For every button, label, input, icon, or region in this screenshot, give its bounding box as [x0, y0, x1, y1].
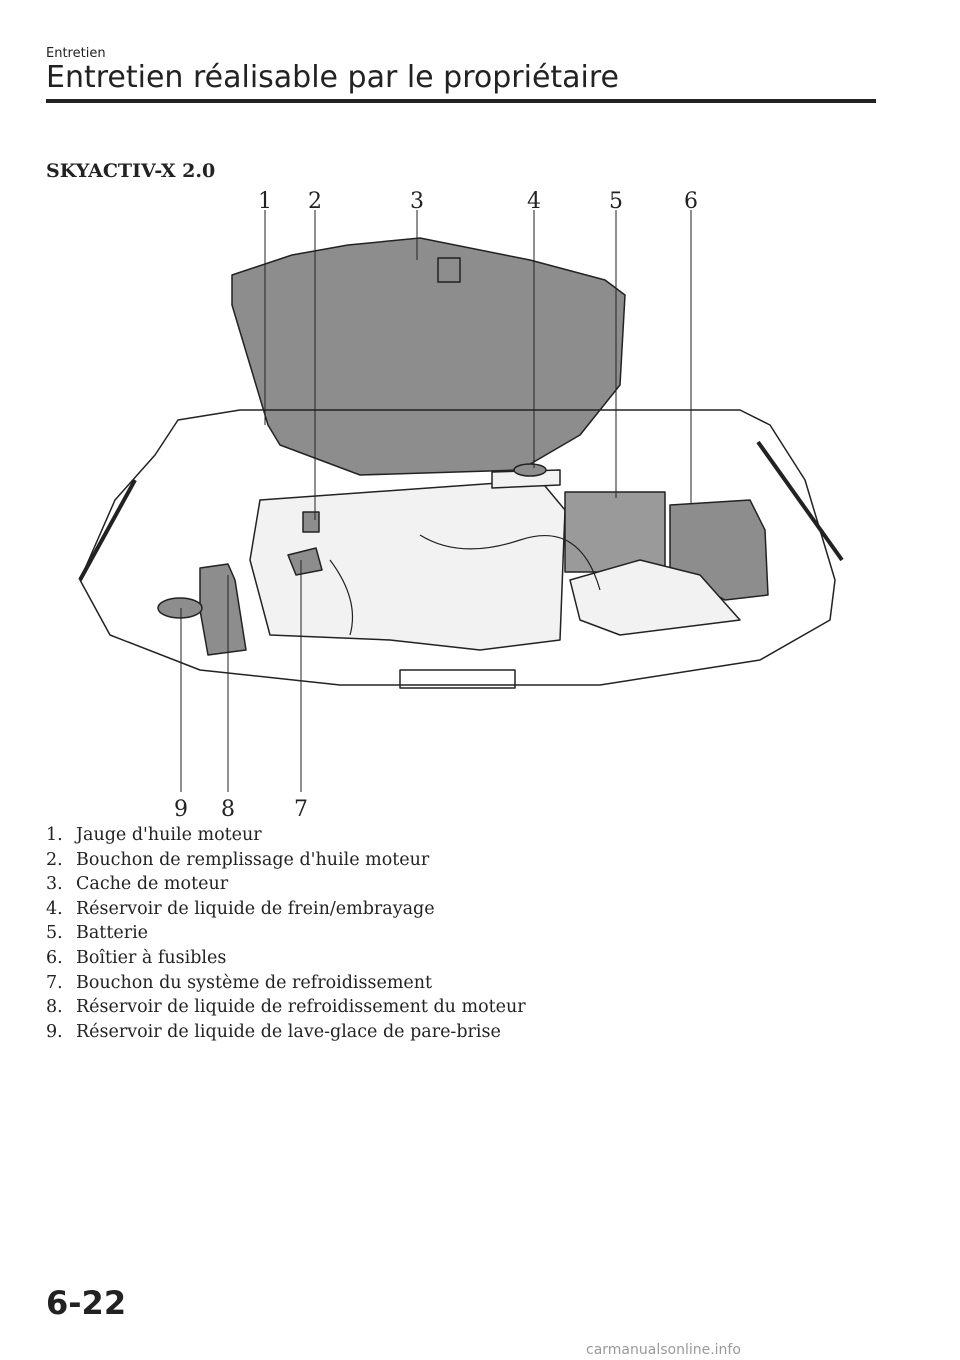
legend-item: 2. Bouchon de remplissage d'huile moteur	[46, 848, 526, 873]
legend-item: 4. Réservoir de liquide de frein/embrayag…	[46, 897, 526, 922]
title-rule	[46, 99, 876, 103]
legend-number: 9.	[46, 1021, 63, 1042]
legend-text: Réservoir de liquide de lave-glace de pa…	[76, 1021, 501, 1042]
legend-text: Jauge d'huile moteur	[76, 825, 262, 845]
callout-6: 6	[684, 189, 698, 214]
air-intake	[569, 559, 741, 636]
hood	[231, 237, 626, 476]
legend-item: 7. Bouchon du système de refroidissement	[46, 971, 526, 996]
engine-bay-diagram: 1 2 3 4 5 6 7 8 9	[78, 189, 844, 822]
legend-item: 6. Boîtier à fusibles	[46, 946, 526, 971]
coolant-reservoir	[199, 563, 247, 656]
legend-item: 8. Réservoir de liquide de refroidissemen…	[46, 995, 526, 1020]
legend-text: Bouchon du système de refroidissement	[76, 972, 433, 993]
model-heading: SKYACTIV-X 2.0	[46, 160, 216, 182]
legend-number: 1.	[46, 825, 63, 845]
legend-text: Boîtier à fusibles	[76, 947, 227, 968]
legend-number: 8.	[46, 997, 63, 1018]
callout-5: 5	[609, 189, 623, 214]
leader-lines	[180, 210, 692, 792]
legend-number: 6.	[46, 947, 63, 968]
legend-text: Cache de moteur	[76, 874, 229, 895]
callout-7: 7	[294, 797, 308, 822]
callout-8: 8	[221, 797, 235, 822]
legend-item: 5. Batterie	[46, 921, 526, 946]
oil-dipstick	[302, 511, 320, 533]
section-label: Entretien	[46, 46, 106, 61]
callout-3: 3	[410, 189, 424, 214]
legend-item: 1. Jauge d'huile moteur	[46, 823, 526, 848]
parts-legend: 1. Jauge d'huile moteur 2. Bouchon de remp…	[46, 823, 526, 1044]
battery	[564, 491, 666, 573]
callout-1: 1	[258, 189, 272, 214]
legend-number: 2.	[46, 849, 63, 870]
engine-block	[249, 479, 566, 651]
grille-slot	[399, 669, 516, 689]
engine-illustration	[78, 237, 844, 689]
oil-cap	[287, 547, 323, 576]
callout-4: 4	[527, 189, 541, 214]
washer-reservoir-cap	[157, 597, 203, 619]
pipe	[419, 534, 601, 591]
callout-labels: 1 2 3 4 5 6 7 8 9	[174, 189, 698, 822]
legend-text: Bouchon de remplissage d'huile moteur	[76, 849, 430, 870]
page-title: Entretien réalisable par le propriétaire	[46, 60, 620, 95]
legend-number: 3.	[46, 874, 63, 895]
callout-9: 9	[174, 797, 188, 822]
legend-item: 9. Réservoir de liquide de lave-glace de …	[46, 1020, 526, 1045]
legend-item: 3. Cache de moteur	[46, 872, 526, 897]
callout-2: 2	[308, 189, 322, 214]
hood-latch	[437, 257, 461, 283]
legend-number: 7.	[46, 972, 63, 993]
legend-number: 5.	[46, 923, 63, 944]
right-edge	[756, 440, 844, 562]
legend-number: 4.	[46, 898, 63, 919]
legend-text: Réservoir de liquide de refroidissement …	[76, 997, 526, 1018]
page-number: 6-22	[46, 1284, 127, 1322]
hose	[329, 559, 354, 636]
legend-text: Batterie	[76, 923, 149, 944]
legend-text: Réservoir de liquide de frein/embrayage	[76, 898, 435, 919]
brake-reservoir-cap	[513, 463, 547, 477]
left-edge	[78, 479, 137, 581]
watermark: carmanualsonline.info	[586, 1342, 741, 1358]
